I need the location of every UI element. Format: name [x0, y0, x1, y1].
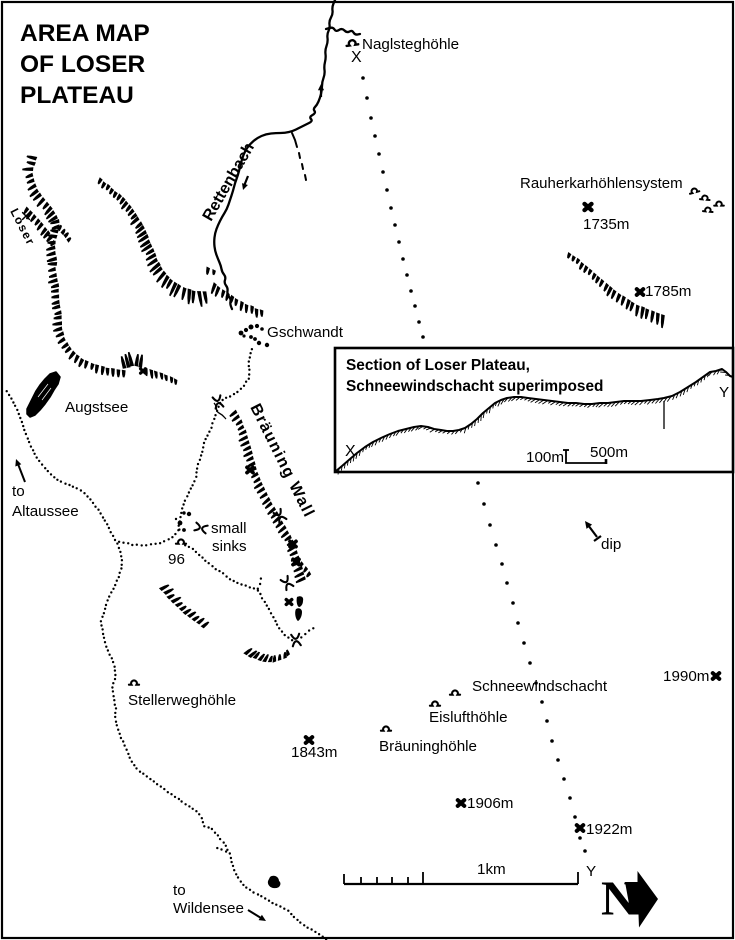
svg-text:sinks: sinks — [212, 538, 247, 555]
svg-text:Altaussee: Altaussee — [12, 503, 79, 520]
svg-text:Y: Y — [719, 384, 729, 401]
svg-text:1990m: 1990m — [663, 668, 709, 685]
svg-text:X: X — [351, 49, 362, 66]
svg-text:to: to — [173, 882, 186, 899]
svg-text:Schneewindschacht: Schneewindschacht — [472, 678, 608, 695]
svg-text:dip: dip — [601, 536, 621, 553]
svg-text:Augstsee: Augstsee — [65, 399, 128, 416]
svg-text:Gschwandt: Gschwandt — [267, 324, 344, 341]
svg-text:Bräuninghöhle: Bräuninghöhle — [379, 738, 477, 755]
svg-text:Y: Y — [586, 863, 596, 880]
svg-text:to: to — [12, 483, 25, 500]
svg-text:500m: 500m — [590, 444, 628, 461]
svg-text:X: X — [345, 443, 356, 460]
svg-text:Naglsteghöhle: Naglsteghöhle — [362, 36, 459, 53]
svg-text:1843m: 1843m — [291, 744, 337, 761]
svg-text:Wildensee: Wildensee — [173, 900, 244, 917]
svg-text:Stellerweghöhle: Stellerweghöhle — [128, 692, 236, 709]
svg-text:1km: 1km — [477, 861, 506, 878]
svg-text:Eislufthöhle: Eislufthöhle — [429, 709, 508, 726]
svg-text:1785m: 1785m — [645, 283, 691, 300]
svg-text:96: 96 — [168, 551, 185, 568]
svg-text:Section of Loser Plateau,: Section of Loser Plateau, — [346, 357, 530, 374]
svg-text:100m: 100m — [526, 449, 564, 466]
svg-text:1906m: 1906m — [467, 795, 513, 812]
svg-text:1735m: 1735m — [583, 216, 629, 233]
svg-text:PLATEAU: PLATEAU — [20, 82, 134, 109]
svg-text:1922m: 1922m — [586, 821, 632, 838]
svg-text:Schneewindschacht superimposed: Schneewindschacht superimposed — [346, 378, 603, 395]
svg-text:AREA MAP: AREA MAP — [20, 20, 150, 47]
svg-text:OF LOSER: OF LOSER — [20, 51, 146, 78]
svg-text:Rauherkarhöhlensystem: Rauherkarhöhlensystem — [520, 175, 683, 192]
svg-text:small: small — [211, 520, 246, 537]
